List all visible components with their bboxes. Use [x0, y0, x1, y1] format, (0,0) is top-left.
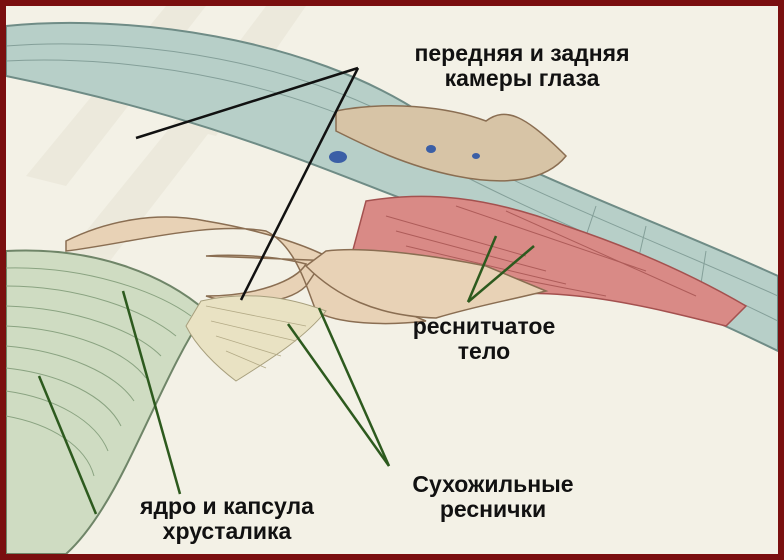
- zonule-region: [186, 296, 326, 381]
- label-eye-chambers-line1: передняя и задняя: [362, 41, 682, 66]
- label-ciliary-body: реснитчатое тело: [394, 314, 574, 364]
- label-ciliary-body-line1: реснитчатое: [394, 314, 574, 339]
- label-eye-chambers-line2: камеры глаза: [362, 66, 682, 91]
- label-zonule: Сухожильные реснички: [388, 472, 598, 522]
- label-zonule-line2: реснички: [388, 497, 598, 522]
- label-ciliary-body-line2: тело: [394, 339, 574, 364]
- label-zonule-line1: Сухожильные: [388, 472, 598, 497]
- label-lens-line2: хрусталика: [92, 519, 362, 544]
- label-lens-line1: ядро и капсула: [92, 494, 362, 519]
- label-lens: ядро и капсула хрусталика: [92, 494, 362, 544]
- pointer-zonule-1: [288, 324, 389, 466]
- diagram-canvas: передняя и задняя камеры глаза реснитчат…: [6, 6, 778, 554]
- pointer-zonule-2: [319, 308, 389, 466]
- label-eye-chambers: передняя и задняя камеры глаза: [362, 41, 682, 91]
